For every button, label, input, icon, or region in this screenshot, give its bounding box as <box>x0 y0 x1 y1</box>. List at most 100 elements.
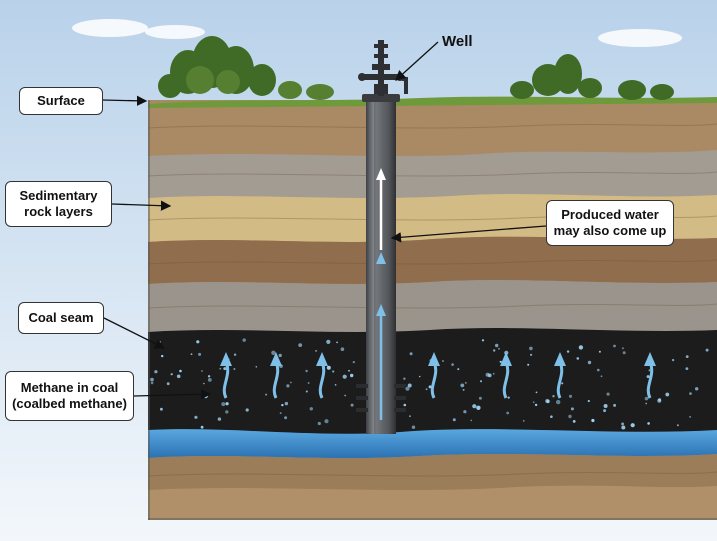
methane-bubble <box>309 407 313 411</box>
surface-label-text: Surface <box>37 93 85 108</box>
methane-bubble <box>279 412 282 415</box>
methane-bubble <box>591 418 595 423</box>
methane-bubble <box>207 378 212 382</box>
methane-bubble <box>561 382 564 385</box>
methane-bubble <box>305 369 308 373</box>
methane-bubble <box>457 368 460 371</box>
methane-bubble <box>179 369 182 373</box>
upward-gas-arrow-icon <box>316 352 328 399</box>
upward-gas-arrow-icon <box>554 352 566 399</box>
methane-bubble <box>170 373 173 376</box>
methane-bubble <box>587 360 592 365</box>
methane-bubble <box>462 388 465 391</box>
methane-bubble <box>535 391 538 394</box>
methane-bubble <box>290 381 292 384</box>
produced-water-label: Produced water may also come up <box>546 200 674 246</box>
methane-bubble <box>428 385 432 389</box>
methane-label-line2: (coalbed methane) <box>12 396 127 411</box>
methane-bubble <box>350 403 354 407</box>
methane-bubble <box>451 363 454 366</box>
methane-bubble <box>527 363 530 366</box>
methane-bubble <box>685 355 689 358</box>
methane-bubble <box>621 347 624 350</box>
methane-bubble <box>630 423 635 428</box>
surface-pointer <box>101 95 148 106</box>
coal-seam-label-text: Coal seam <box>28 310 94 325</box>
methane-bubble <box>507 396 510 399</box>
methane-bubble <box>600 375 603 378</box>
methane-bubble <box>233 368 236 370</box>
methane-bubble <box>324 419 329 424</box>
methane-bubble <box>194 416 197 419</box>
methane-bubble <box>645 402 648 405</box>
methane-bubble <box>665 392 670 397</box>
methane-bubble <box>425 388 428 391</box>
methane-bubble <box>326 365 331 370</box>
methane-arrows <box>220 352 656 399</box>
methane-bubble <box>352 361 355 364</box>
methane-bubble <box>418 375 421 378</box>
methane-bubble <box>498 347 500 350</box>
tree-cluster-icon <box>158 36 674 100</box>
methane-bubble <box>200 425 204 429</box>
coal-seam-label: Coal seam <box>18 302 104 334</box>
methane-bubble <box>695 387 699 391</box>
methane-bubble <box>463 410 467 414</box>
coal-seam-pointer <box>103 317 166 349</box>
methane-bubble <box>566 350 570 353</box>
methane-bubble <box>284 416 288 420</box>
methane-bubble <box>603 409 607 413</box>
well-pointer <box>395 41 439 81</box>
methane-bubble <box>530 353 533 356</box>
methane-bubble <box>336 341 338 344</box>
methane-bubble <box>305 390 308 393</box>
clouds <box>72 19 682 47</box>
methane-bubble <box>315 349 318 352</box>
methane-bubble <box>705 348 709 352</box>
methane-bubble <box>207 375 211 378</box>
produced-water-line1: Produced water <box>561 207 659 222</box>
methane-bubble <box>499 360 502 363</box>
upward-gas-arrow-icon <box>220 352 232 399</box>
methane-bubble <box>613 403 617 407</box>
methane-bubble <box>568 394 573 398</box>
methane-bubble <box>278 353 282 358</box>
methane-bubble <box>470 419 473 422</box>
methane-bubble <box>613 344 616 348</box>
methane-bubble <box>190 353 193 356</box>
well-casing <box>356 94 406 434</box>
methane-bubble <box>160 407 163 411</box>
methane-bubble <box>221 402 226 407</box>
methane-bubble <box>409 415 411 418</box>
methane-bubble <box>217 417 222 421</box>
methane-bubble <box>271 350 276 355</box>
methane-bubble <box>671 358 675 362</box>
methane-bubble <box>689 415 692 418</box>
methane-bubble <box>460 383 465 388</box>
methane-bubble <box>176 374 181 379</box>
upward-gas-arrow-icon <box>428 352 440 399</box>
methane-bubble <box>411 425 416 429</box>
methane-bubble <box>481 339 485 342</box>
methane-bubble <box>281 403 284 407</box>
methane-bubble <box>201 370 203 372</box>
methane-bubble <box>284 401 289 406</box>
methane-bubble <box>334 384 337 386</box>
methane-bubble <box>225 410 229 414</box>
methane-bubble <box>622 351 626 355</box>
methane-bubble <box>225 402 229 406</box>
methane-bubble <box>198 352 202 356</box>
methane-bubble <box>478 396 482 400</box>
upward-gas-arrow-icon <box>500 352 512 399</box>
methane-bubble <box>587 399 590 403</box>
methane-bubble <box>407 383 412 388</box>
methane-bubble <box>154 370 158 374</box>
methane-bubble <box>326 339 331 344</box>
methane-bubble <box>150 377 154 382</box>
methane-bubble <box>219 367 222 370</box>
methane-bubble <box>621 422 624 426</box>
methane-bubble <box>689 392 692 395</box>
methane-bubble <box>576 357 580 360</box>
upward-gas-arrow-icon <box>270 352 282 399</box>
methane-bubble <box>307 382 310 384</box>
